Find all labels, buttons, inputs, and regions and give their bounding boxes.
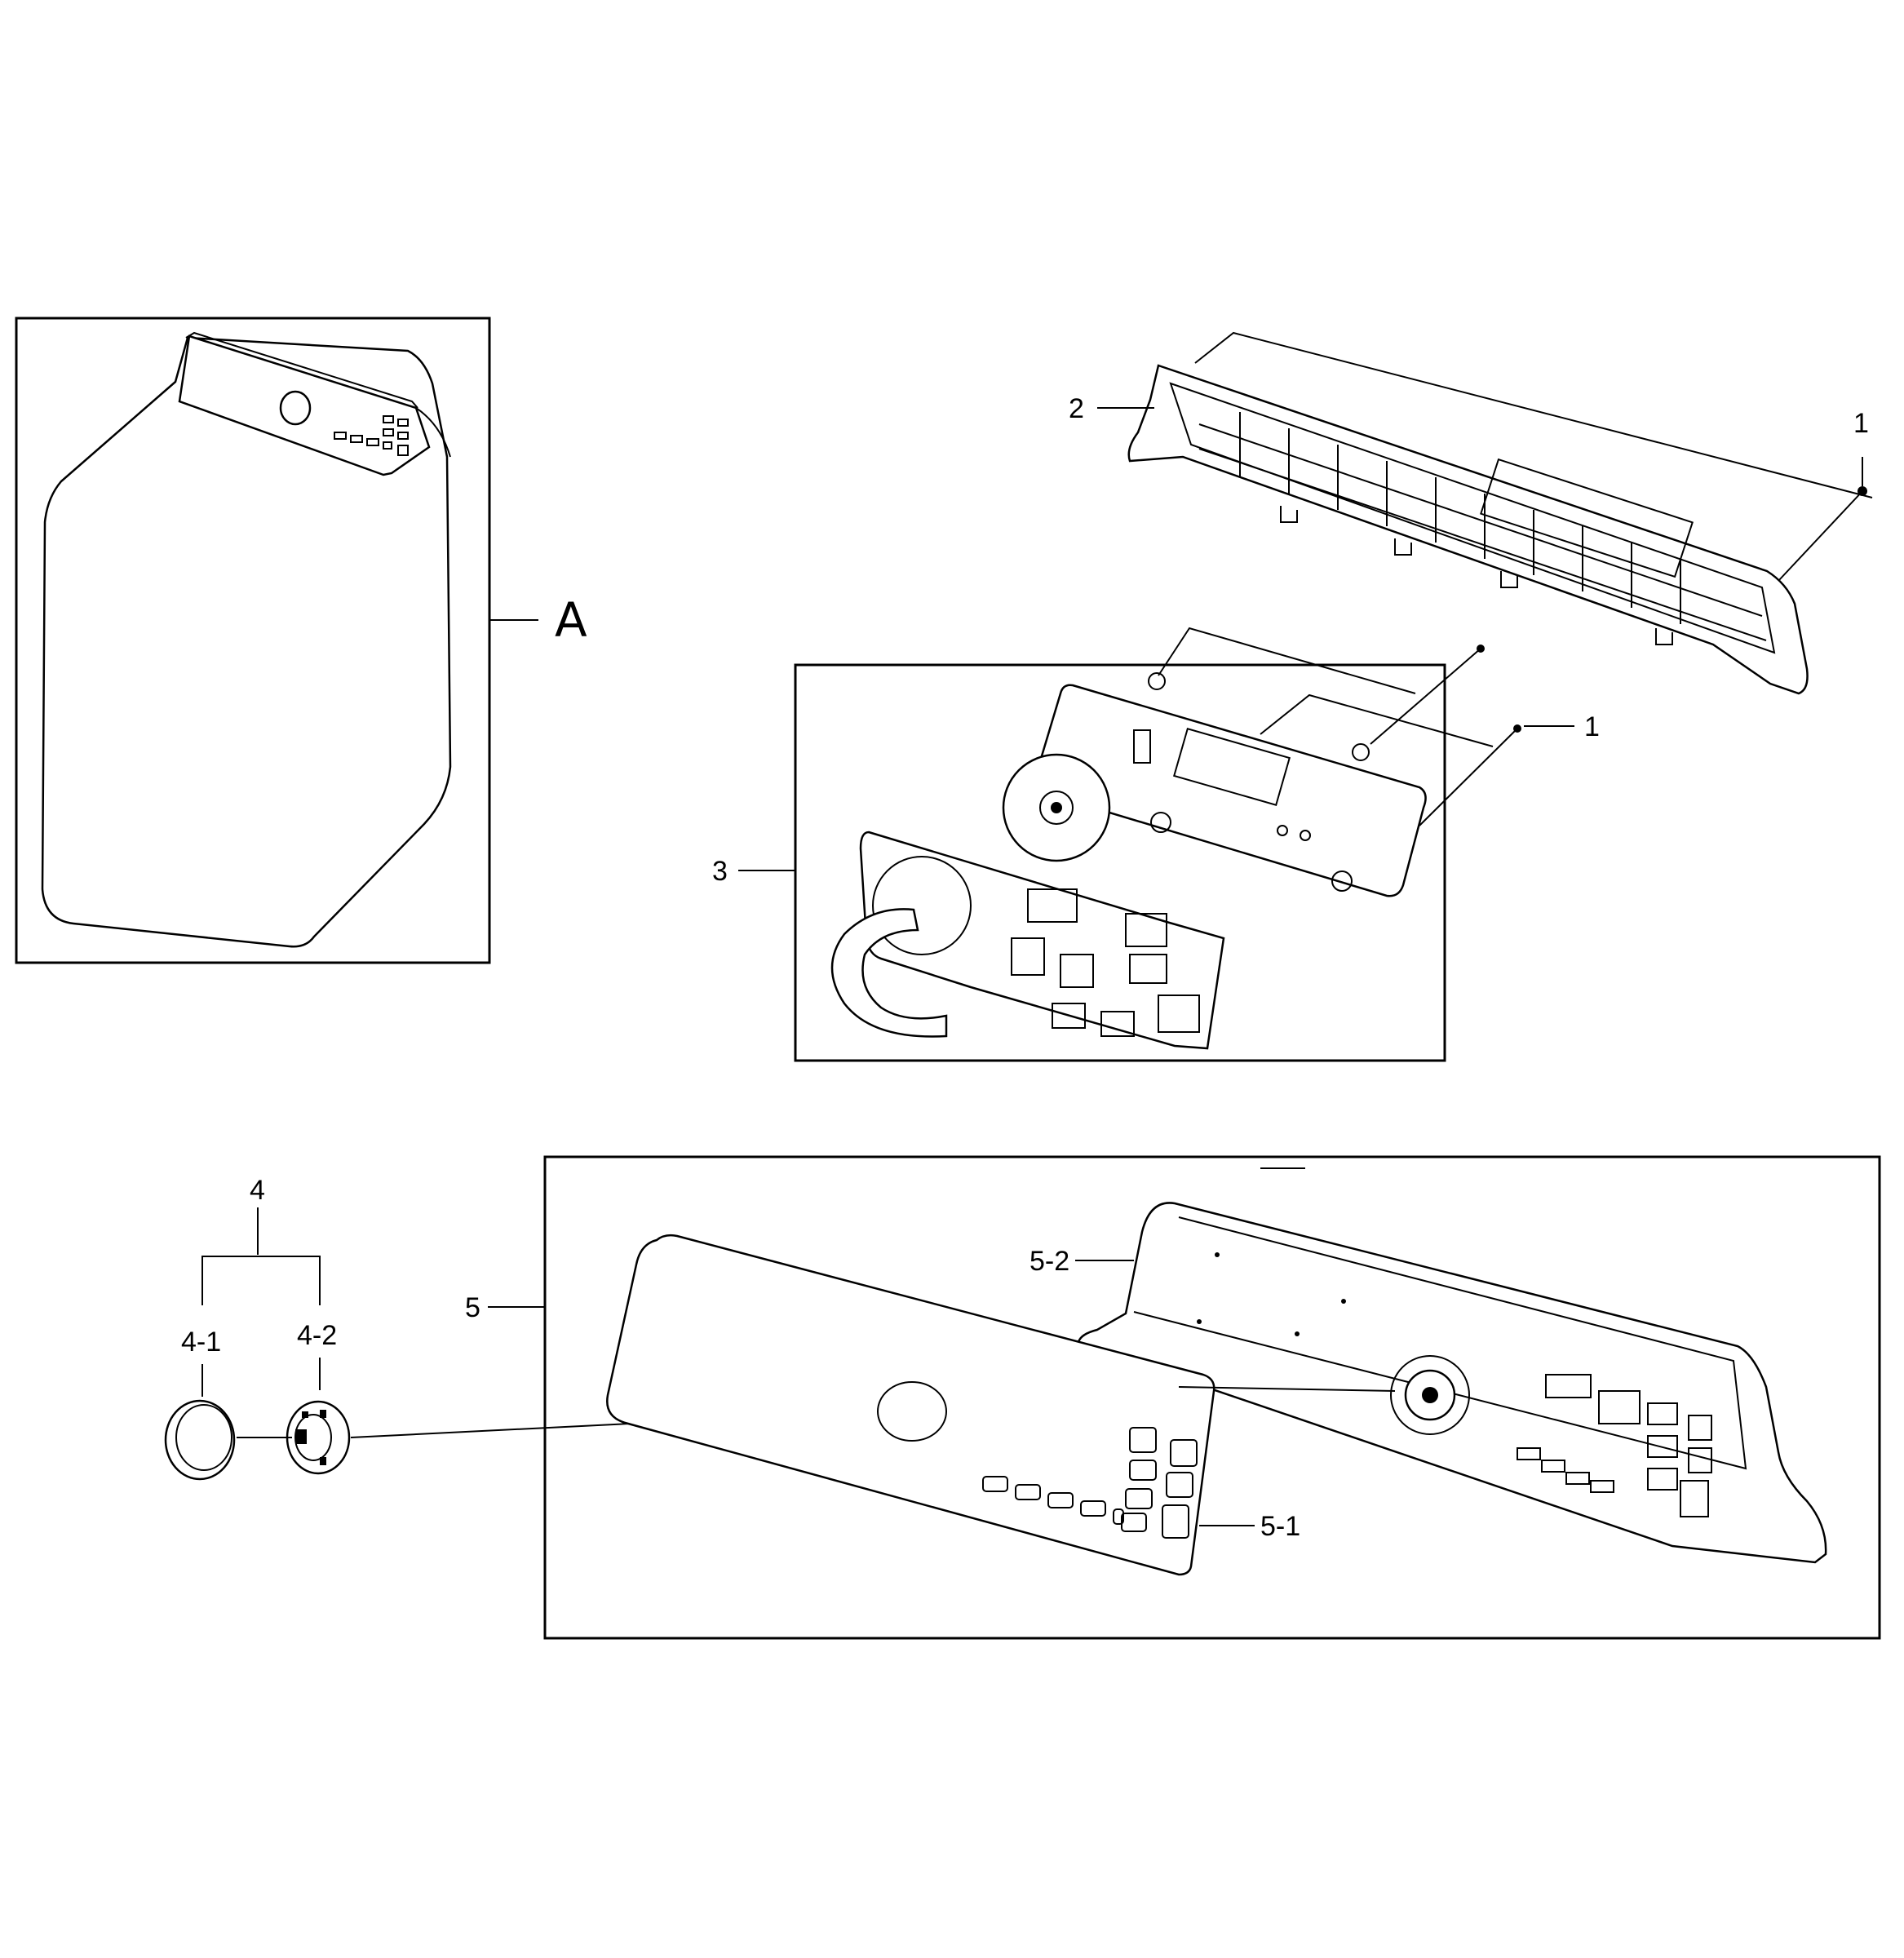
leader-pcb-top xyxy=(1158,627,1416,694)
knob-cap xyxy=(164,1399,236,1481)
assembly-a-group: A xyxy=(15,317,587,964)
knob-base xyxy=(286,1400,351,1475)
washer-cabinet xyxy=(41,331,452,948)
part-3-group: 1 3 xyxy=(712,627,1600,1062)
label-3: 3 xyxy=(712,856,728,887)
back-panel-buttons xyxy=(1517,1374,1712,1517)
pcb-board xyxy=(1034,672,1427,897)
leader-frame-top xyxy=(1194,331,1873,498)
leader-4-bracket xyxy=(201,1256,321,1305)
screw-1-mid xyxy=(1513,724,1521,733)
label-5-1: 5-1 xyxy=(1260,1511,1300,1542)
label-5: 5 xyxy=(465,1292,480,1323)
overlay-buttons xyxy=(982,1427,1198,1539)
label-1-mid: 1 xyxy=(1584,711,1600,742)
screw-1-top xyxy=(1858,486,1867,496)
label-2: 2 xyxy=(1069,393,1084,424)
frame-grid xyxy=(1198,412,1767,641)
part-5-group: 5 xyxy=(465,1155,1881,1640)
control-panel-overlay xyxy=(606,1234,1215,1576)
part-5-frame xyxy=(543,1155,1881,1640)
encoder-ring-lower xyxy=(830,908,948,1038)
leader-pcb-mid xyxy=(1260,693,1494,747)
label-1-top: 1 xyxy=(1853,408,1869,439)
encoder-ring-upper xyxy=(1002,753,1111,862)
part-4-group: 4 4-1 4-2 xyxy=(164,1175,910,1481)
overlay-dial-opening xyxy=(877,1381,947,1442)
label-4-1: 4-1 xyxy=(181,1327,221,1358)
control-panel-back xyxy=(1077,1202,1827,1564)
leader-1-top xyxy=(1778,489,1865,582)
panel-frame xyxy=(1127,364,1809,695)
leader-screw-upper xyxy=(1370,648,1481,745)
part-3-frame xyxy=(794,663,1446,1062)
cabinet-buttons xyxy=(334,415,409,456)
leader-overlay-to-back xyxy=(1178,1386,1396,1392)
relay-board xyxy=(859,831,1225,1050)
label-a: A xyxy=(555,592,587,648)
label-4-2: 4-2 xyxy=(297,1320,337,1351)
dial-ring xyxy=(1390,1355,1470,1435)
part-2-group: 2 1 xyxy=(1069,331,1873,695)
assembly-a-frame xyxy=(15,317,491,964)
screw-upper xyxy=(1477,645,1485,653)
label-4: 4 xyxy=(250,1175,265,1206)
label-5-2: 5-2 xyxy=(1029,1246,1069,1277)
